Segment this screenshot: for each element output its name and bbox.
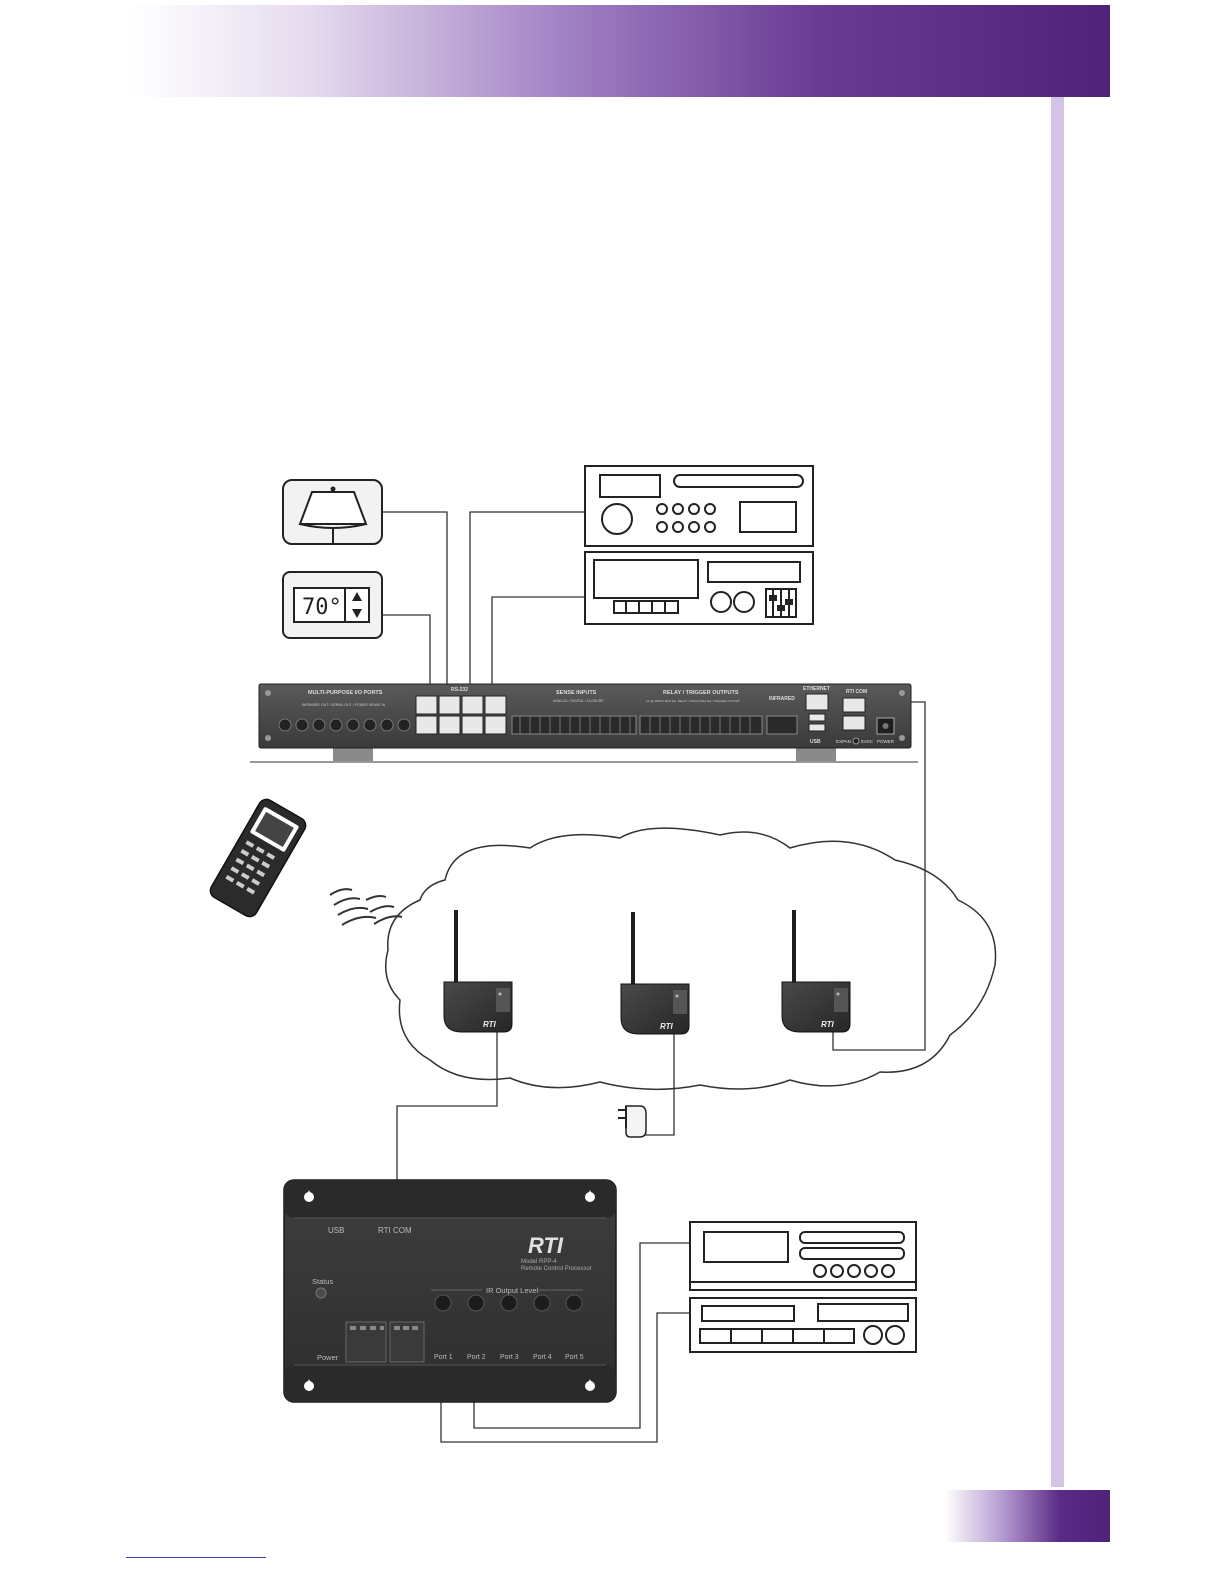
ethernet-title: ETHERNET xyxy=(803,686,830,692)
rf-module-2: RTI xyxy=(620,912,690,1035)
dc-label: 5VDC xyxy=(861,739,874,744)
header-band xyxy=(130,5,1110,97)
rpp4-processor: USB RTI COM RTI Model RPP-4 Remote Contr… xyxy=(283,1179,617,1403)
ethernet-port xyxy=(805,693,829,711)
footer-band xyxy=(945,1490,1110,1542)
rpp4-usb-label: USB xyxy=(328,1226,344,1235)
rf-module-logo-3: RTI xyxy=(821,1020,835,1029)
rticom-bus-wire xyxy=(832,701,926,1051)
rs232-title: RS-232 xyxy=(451,687,468,693)
remote-control-icon xyxy=(209,798,307,918)
rticom-port-1 xyxy=(842,697,866,713)
terminal-block-1 xyxy=(345,1321,387,1363)
infrared-terminal-block xyxy=(766,715,798,735)
relay-outputs-title: RELAY / TRIGGER OUTPUTS xyxy=(663,690,739,696)
rf-module-1: RTI xyxy=(443,910,513,1033)
source-component-top xyxy=(584,465,814,547)
multi-purpose-sub: INFRARED OUT / SERIAL OUT / POWER SENSE … xyxy=(302,703,386,707)
usb-port-1 xyxy=(808,713,826,722)
terminal-block-2 xyxy=(389,1321,425,1363)
port-5-label: Port 5 xyxy=(565,1354,584,1361)
thermostat-icon: 70° xyxy=(282,571,383,639)
rf-network-cloud xyxy=(385,827,997,1091)
rpp4-status-label: Status xyxy=(312,1277,334,1286)
mounting-holes xyxy=(304,1190,595,1391)
rpp4-model: Model RPP-4 xyxy=(521,1259,557,1265)
rf-module-logo-1: RTI xyxy=(483,1020,497,1029)
dvd-wire xyxy=(469,511,585,695)
ir-signal-waves xyxy=(329,888,403,926)
infrared-title: INFRARED xyxy=(769,696,795,702)
status-led xyxy=(315,1287,327,1299)
rticom-port-2 xyxy=(842,715,866,731)
receiver-component xyxy=(584,551,814,625)
port-2-label: Port 2 xyxy=(467,1354,486,1361)
power-adapter-wire xyxy=(642,1032,675,1136)
power-adapter-icon xyxy=(618,1105,647,1138)
rpp4-subtitle: Remote Control Processor xyxy=(521,1266,592,1272)
rf-module-3: RTI xyxy=(781,910,851,1033)
rf-module-logo-2: RTI xyxy=(660,1022,674,1031)
power-label: POWER xyxy=(877,739,895,744)
ir-component-bottom xyxy=(689,1297,917,1353)
port-3-label: Port 3 xyxy=(500,1354,519,1361)
port-4-label: Port 4 xyxy=(533,1354,552,1361)
expan-label: EXPAN xyxy=(836,739,851,744)
rack-processor: MULTI-PURPOSE I/O PORTS INFRARED OUT / S… xyxy=(250,683,918,763)
rpp4-rticom-label: RTI COM xyxy=(378,1226,412,1235)
thermostat-wire xyxy=(383,614,431,695)
connection-lines xyxy=(383,511,926,1443)
sense-terminal-block xyxy=(511,715,637,735)
lamp-icon xyxy=(282,479,383,545)
port2-wire xyxy=(473,1242,690,1429)
footer-rule xyxy=(126,1557,266,1558)
ir-level-knobs xyxy=(434,1294,583,1312)
ir-component-top xyxy=(689,1221,917,1291)
usb-port-2 xyxy=(808,723,826,732)
receiver-wire xyxy=(491,596,585,695)
multi-purpose-ports xyxy=(278,718,411,732)
port-1-label: Port 1 xyxy=(434,1354,453,1361)
rpp4-logo: RTI xyxy=(528,1233,564,1258)
side-strip xyxy=(1051,97,1064,1487)
rpp-to-module-wire xyxy=(396,1030,498,1215)
sense-inputs-title: SENSE INPUTS xyxy=(556,690,597,696)
sense-inputs-sub: ANALOG / DIGITAL / CLOSURE xyxy=(553,699,604,703)
ir-output-label: IR Output Level xyxy=(486,1286,538,1295)
rticom-title: RTI COM xyxy=(846,689,867,695)
rpp4-power-label: Power xyxy=(317,1353,339,1362)
usb-label: USB xyxy=(810,739,821,745)
relay-terminal-block xyxy=(639,715,763,735)
thermostat-display: 70° xyxy=(302,595,342,620)
lamp-wire xyxy=(383,511,448,695)
port1-wire xyxy=(440,1312,690,1443)
relay-outputs-sub: 1A @ 30VDC MAX EA. RELAY / 100mA MAX EA.… xyxy=(646,699,740,703)
multi-purpose-title: MULTI-PURPOSE I/O PORTS xyxy=(308,690,383,696)
rs232-ports xyxy=(415,695,507,735)
